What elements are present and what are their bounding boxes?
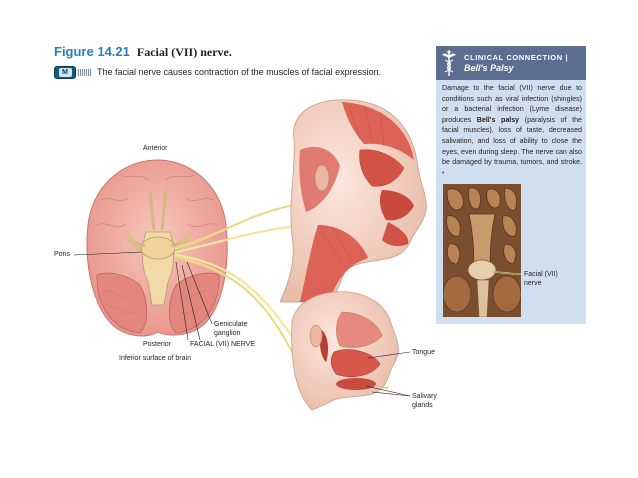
figure-heading: Figure 14.21 Facial (VII) nerve. <box>54 44 232 60</box>
clinical-connection-label: CLINICAL CONNECTION <box>464 53 563 62</box>
label-salivary-glands: Salivary glands <box>412 393 437 409</box>
figure-caption-row: M The facial nerve causes contraction of… <box>54 64 381 80</box>
cadaver-brain-photo <box>443 184 521 317</box>
clinical-text-part1: Damage to the facial (VII) nerve due to … <box>442 84 582 124</box>
label-pons: Pons <box>54 251 70 258</box>
figure-caption: The facial nerve causes contraction of t… <box>97 67 382 77</box>
label-tongue: Tongue <box>412 349 435 356</box>
clinical-connection-separator: | <box>565 53 569 62</box>
photo-label-facial-nerve: Facial (VII) nerve <box>524 271 558 287</box>
function-badge-icon: M <box>54 65 76 79</box>
clinical-text-part2: (paralysis of the facial muscles), loss … <box>442 115 582 167</box>
clinical-bold-term: Bell's palsy <box>476 115 520 124</box>
brain-inferior-view <box>86 159 228 337</box>
clinical-connection-header: CLINICAL CONNECTION | Bell's Palsy <box>436 46 586 80</box>
label-facial-nerve: FACIAL (VII) NERVE <box>190 341 255 348</box>
clinical-connection-text: Damage to the facial (VII) nerve due to … <box>442 83 582 178</box>
label-leader-lines <box>73 251 411 397</box>
label-posterior: Posterior <box>143 341 172 348</box>
clinical-connection-box: CLINICAL CONNECTION | Bell's Palsy Damag… <box>436 46 586 324</box>
caduceus-icon <box>436 46 462 80</box>
badge-stripes-icon <box>78 68 92 76</box>
head-facial-muscles <box>279 99 427 303</box>
end-of-box-marker: • <box>442 168 445 177</box>
clinical-connection-title: Bell's Palsy <box>464 63 514 73</box>
head-tongue-glands <box>291 291 399 411</box>
label-geniculate-ganglion: Geniculate ganglion <box>214 321 248 337</box>
figure-number: Figure 14.21 <box>54 44 130 59</box>
function-badge-glyph: M <box>58 67 72 77</box>
figure-title: Facial (VII) nerve. <box>136 45 232 59</box>
label-inferior-surface: Inferior surface of brain <box>119 355 191 362</box>
label-anterior: Anterior <box>143 145 168 152</box>
